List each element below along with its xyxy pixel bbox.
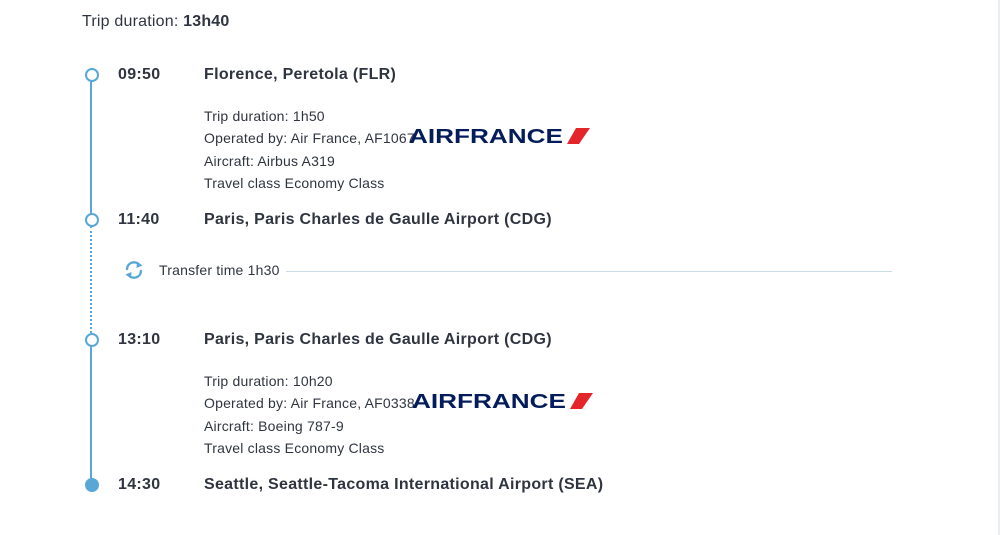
segment-operator: Operated by: Air France, AF0338	[204, 395, 415, 411]
trip-total-duration: Trip duration: 13h40	[82, 13, 230, 31]
departure-time: 09:50	[118, 66, 161, 83]
timeline-stop-dot	[85, 68, 99, 82]
segment-duration: Trip duration: 10h20	[204, 373, 333, 389]
airline-logo-text: AIRFRANCE	[409, 125, 563, 148]
segment-duration: Trip duration: 1h50	[204, 108, 325, 124]
arrival-airport: Paris, Paris Charles de Gaulle Airport (…	[204, 211, 552, 228]
segment-travel-class: Travel class Economy Class	[204, 440, 385, 456]
trip-total-value: 13h40	[183, 13, 230, 30]
departure-airport: Paris, Paris Charles de Gaulle Airport (…	[204, 331, 552, 348]
arrival-time: 14:30	[118, 476, 161, 493]
airline-logo-text: AIRFRANCE	[412, 390, 566, 413]
airline-logo: AIRFRANCE	[409, 125, 590, 148]
arrival-airport: Seattle, Seattle-Tacoma International Ai…	[204, 476, 604, 493]
arrival-time: 11:40	[118, 211, 160, 228]
departure-airport: Florence, Peretola (FLR)	[204, 66, 397, 83]
departure-time: 13:10	[118, 331, 161, 348]
transfer-time: Transfer time 1h30	[159, 262, 280, 278]
trip-total-label: Trip duration:	[82, 13, 179, 30]
airline-logo: AIRFRANCE	[412, 390, 593, 413]
segment-operator: Operated by: Air France, AF1067	[204, 130, 415, 146]
timeline-line-segment-2	[90, 346, 92, 479]
timeline-final-dot	[85, 478, 99, 492]
timeline-stop-dot	[85, 213, 99, 227]
segment-travel-class: Travel class Economy Class	[204, 175, 385, 191]
refresh-icon	[125, 261, 143, 279]
panel-edge	[998, 0, 1000, 535]
timeline-stop-dot	[85, 333, 99, 347]
segment-aircraft: Aircraft: Airbus A319	[204, 153, 336, 169]
timeline-line-segment-1	[90, 81, 92, 214]
segment-aircraft: Aircraft: Boeing 787-9	[204, 418, 344, 434]
timeline-transfer-dotted-line	[90, 226, 92, 333]
transfer-divider	[286, 271, 892, 272]
